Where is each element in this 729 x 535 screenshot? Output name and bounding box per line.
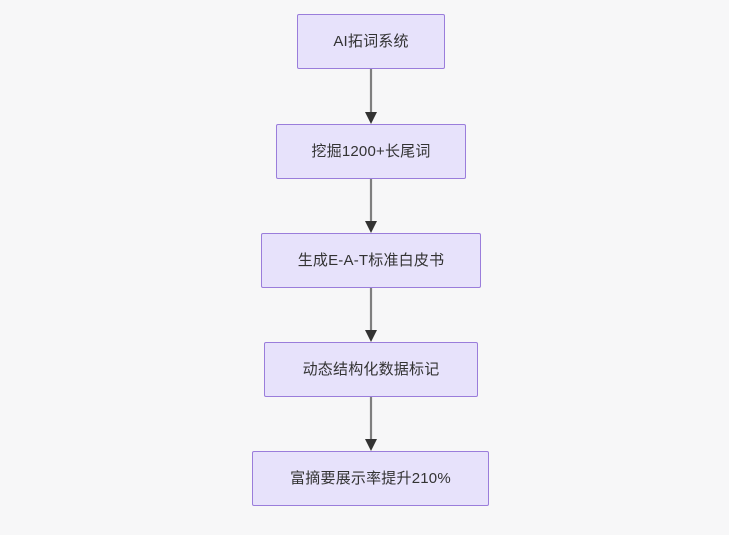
flow-node-ai-keyword-system[interactable]: AI拓词系统 [297,14,445,69]
flow-node-label: 挖掘1200+长尾词 [311,143,431,160]
edge-n4-n5 [359,397,383,451]
edge-arrow-icon [365,288,377,342]
flow-node-dynamic-structured-data-markup[interactable]: 动态结构化数据标记 [264,342,478,397]
flow-node-rich-snippet-impression-uplift[interactable]: 富摘要展示率提升210% [252,451,489,506]
flow-node-generate-eat-whitepaper[interactable]: 生成E-A-T标准白皮书 [261,233,481,288]
edge-arrow-icon [365,397,377,451]
flow-node-label: AI拓词系统 [333,33,409,50]
flow-node-mine-longtail-keywords[interactable]: 挖掘1200+长尾词 [276,124,466,179]
edge-arrow-icon [365,69,377,124]
edge-n1-n2 [359,69,383,124]
flow-node-label: 生成E-A-T标准白皮书 [297,252,445,269]
edge-arrow-icon [365,179,377,233]
flow-node-label: 富摘要展示率提升210% [290,470,451,487]
flow-node-label: 动态结构化数据标记 [302,361,440,378]
edge-n2-n3 [359,179,383,233]
edge-n3-n4 [359,288,383,342]
